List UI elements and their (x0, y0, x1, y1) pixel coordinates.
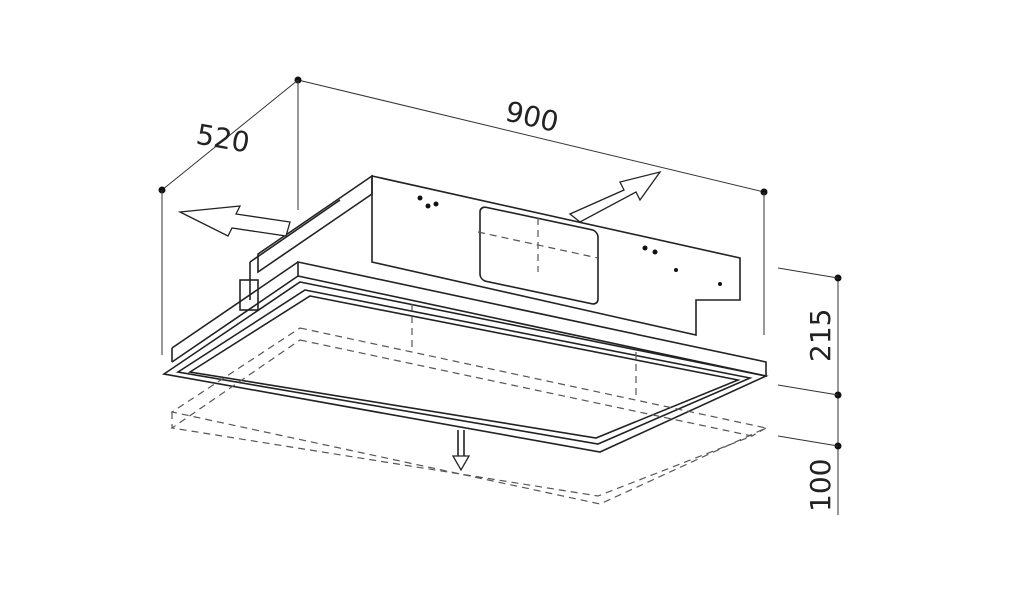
dimension-lines (158, 76, 842, 515)
hood-bottom-frame (161, 281, 769, 453)
airflow-arrow-left (177, 205, 291, 237)
airflow-arrow-right (568, 170, 662, 223)
dimension-height-drop-label: 100 (804, 459, 837, 512)
dimension-height-body-label: 215 (804, 309, 837, 362)
drop-down-arrow (451, 430, 471, 472)
dimension-width-label: 900 (502, 95, 562, 139)
hood-dropped-panel-outline (170, 327, 768, 505)
hood-housing (171, 174, 767, 377)
